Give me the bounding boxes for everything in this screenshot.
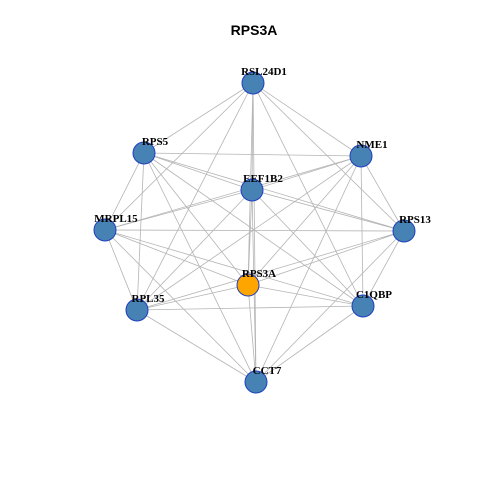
edge-mrpl15-rps5 [104,152,145,231]
edge-mrpl15-rps3a [104,229,249,286]
node-mrpl15 [93,218,117,242]
edge-rsl24d1-rps5 [143,82,254,154]
node-label-rsl24d1: RSL24D1 [241,66,287,78]
edge-rsl24d1-nme1 [252,82,362,157]
edge-mrpl15-eef1b2 [104,189,253,231]
edge-rsl24d1-c1qbp [252,82,364,307]
edge-rps13-rpl35 [136,230,405,311]
node-label-rpl35: RPL35 [132,293,166,305]
edge-rps13-c1qbp [362,230,405,307]
node-rpl35 [125,298,149,322]
edge-layer [104,82,405,383]
edge-eef1b2-rps3a [247,189,253,286]
node-label-eef1b2: EEF1B2 [243,173,283,185]
edge-nme1-rpl35 [136,155,362,311]
diagram-title: RPS3A [231,22,278,38]
edge-rsl24d1-rps13 [252,82,405,232]
node-label-rps13: RPS13 [399,214,431,226]
node-label-rps5: RPS5 [142,136,169,148]
edge-nme1-rps3a [247,155,362,286]
node-eef1b2 [240,178,264,202]
edge-nme1-rps13 [360,155,405,232]
node-c1qbp [351,294,375,318]
node-rsl24d1 [241,71,265,95]
node-label-c1qbp: C1QBP [356,289,392,301]
edge-c1qbp-eef1b2 [251,189,364,307]
edge-rps13-rps3a [247,230,405,286]
node-layer [93,71,416,394]
node-nme1 [349,144,373,168]
edge-rpl35-eef1b2 [136,189,253,311]
edge-rsl24d1-mrpl15 [104,82,254,231]
node-cct7 [244,370,268,394]
edge-c1qbp-rps5 [143,152,364,307]
node-rps5 [132,141,156,165]
edge-cct7-mrpl15 [104,229,257,383]
edge-rsl24d1-rpl35 [136,82,254,311]
edge-cct7-rps5 [143,152,257,383]
edge-nme1-eef1b2 [251,155,362,191]
edge-nme1-mrpl15 [104,155,362,231]
node-label-rps3a: RPS3A [242,268,276,280]
edge-rps13-rps5 [143,152,405,232]
node-rps13 [392,219,416,243]
edge-c1qbp-mrpl15 [104,229,364,307]
edge-cct7-rps3a [247,284,257,383]
edge-rsl24d1-cct7 [252,82,257,383]
edge-rps5-rps3a [143,152,249,286]
edge-nme1-rps5 [143,152,362,157]
edge-rpl35-rps3a [136,284,249,311]
edge-rpl35-mrpl15 [104,229,138,311]
edge-rpl35-rps5 [136,152,145,311]
edge-cct7-rpl35 [136,309,257,383]
node-label-cct7: CCT7 [253,365,282,377]
node-rps3a [236,273,260,297]
edge-nme1-cct7 [255,155,362,383]
node-label-nme1: NME1 [356,139,387,151]
edge-c1qbp-cct7 [255,305,364,383]
node-label-mrpl15: MRPL15 [94,213,138,225]
edge-rps5-eef1b2 [143,152,253,191]
edge-c1qbp-rps3a [247,284,364,307]
edge-rps13-eef1b2 [251,189,405,232]
